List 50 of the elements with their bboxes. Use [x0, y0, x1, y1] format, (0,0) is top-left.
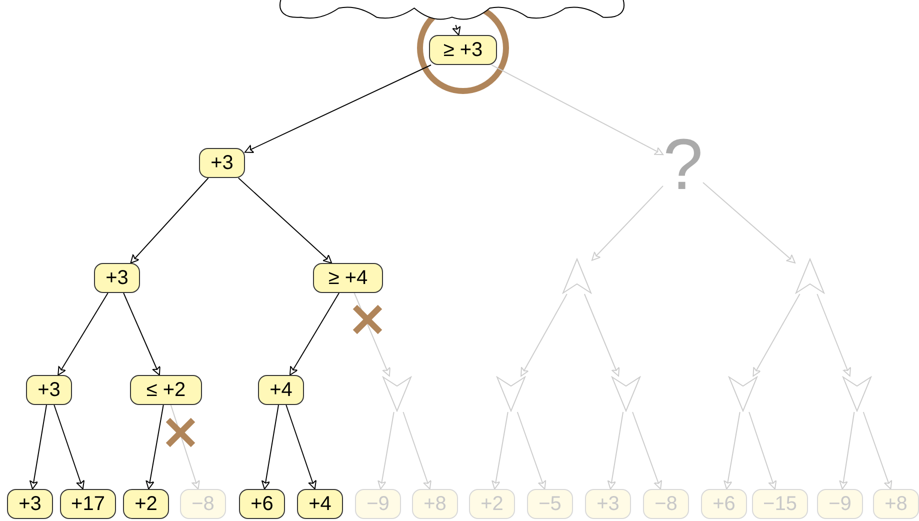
triangle-marker — [382, 376, 412, 412]
arrow — [491, 64, 664, 156]
arrow — [170, 404, 200, 490]
value-box: +3 — [26, 375, 72, 405]
value-box: ≥ +3 — [429, 35, 497, 65]
arrow — [724, 412, 740, 490]
triangle-marker — [842, 376, 872, 412]
arrow — [402, 412, 432, 490]
value-box: ≤ +2 — [130, 375, 202, 405]
value-box: +2 — [123, 489, 169, 519]
arrow — [839, 412, 855, 490]
arrow — [289, 292, 340, 376]
value-box: +17 — [60, 489, 116, 519]
arrow — [748, 412, 777, 490]
arrow — [146, 404, 164, 490]
arrow — [702, 182, 796, 264]
arrow — [816, 294, 852, 376]
arrow — [862, 412, 892, 490]
arrow — [632, 412, 662, 490]
triangle-marker — [611, 376, 641, 412]
arrow — [752, 294, 800, 376]
value-box: +3 — [94, 263, 140, 293]
arrow — [607, 412, 624, 490]
arrow — [54, 404, 85, 490]
arrow — [58, 292, 108, 376]
arrow — [244, 64, 432, 153]
arrow — [123, 292, 160, 376]
triangle-marker — [496, 376, 526, 412]
triangle-marker — [728, 376, 758, 412]
question-mark: ? — [663, 130, 703, 200]
triangle-marker — [795, 258, 825, 294]
arrow — [286, 404, 317, 490]
arrow — [378, 412, 394, 490]
triangle-marker — [562, 258, 592, 294]
value-box: +3 — [199, 148, 245, 178]
arrow — [584, 294, 620, 376]
arrow — [130, 178, 209, 264]
arrow — [520, 294, 568, 376]
arrow — [592, 185, 664, 261]
value-box: +3 — [7, 489, 53, 519]
arrow — [492, 412, 508, 490]
arrow — [238, 178, 332, 264]
value-box: ≥ +4 — [313, 263, 383, 293]
value-box: +4 — [258, 375, 304, 405]
arrow — [29, 404, 47, 490]
arrow — [261, 404, 279, 490]
value-box: +6 — [239, 489, 285, 519]
value-box: +4 — [297, 489, 343, 519]
arrow — [516, 412, 546, 490]
arrow — [452, 24, 461, 36]
